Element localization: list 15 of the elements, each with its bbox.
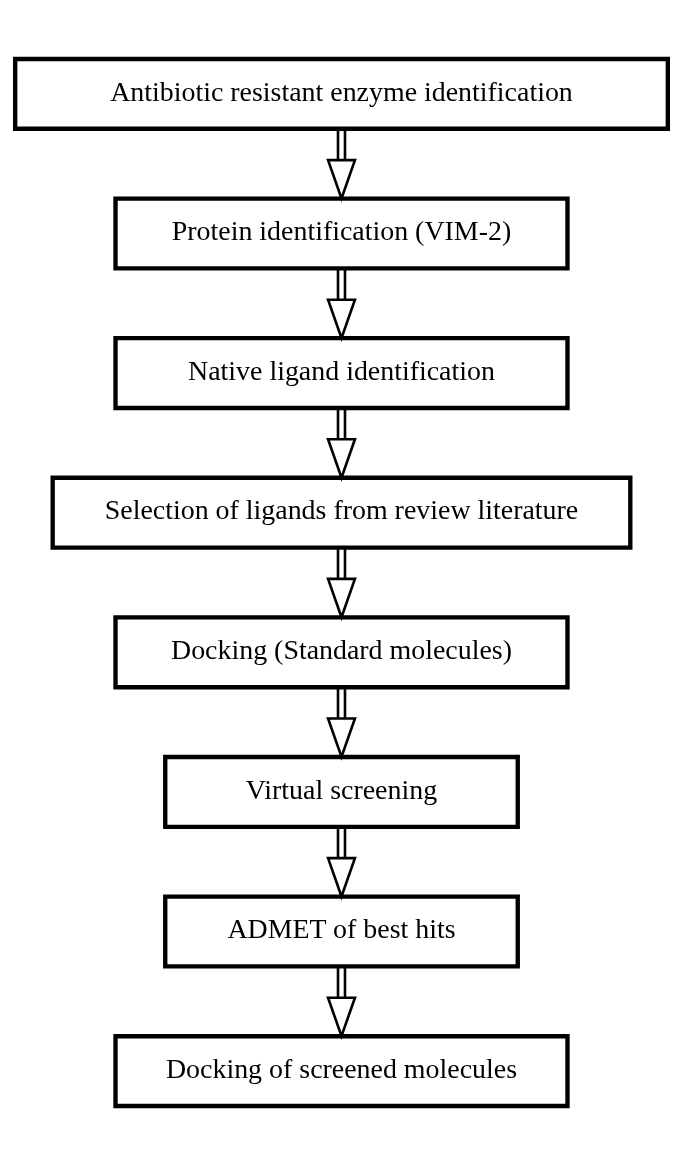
node-box: ADMET of best hits [163,894,520,969]
arrow [326,268,357,343]
arrow [326,687,357,761]
arrow [326,966,357,1041]
arrow [326,827,357,901]
node-box: Protein identification (VIM-2) [113,196,570,271]
node-box: Virtual screening [163,754,520,829]
arrow [326,548,357,622]
node-box: Antibiotic resistant enzyme identification [13,56,670,131]
arrow [326,408,357,482]
node-box: Docking (Standard molecules) [113,615,570,690]
node-box: Native ligand identification [113,336,570,411]
node-box: Selection of ligands from review literature [50,475,633,550]
arrow [326,129,357,203]
node-box: Docking of screened molecules [113,1034,570,1109]
